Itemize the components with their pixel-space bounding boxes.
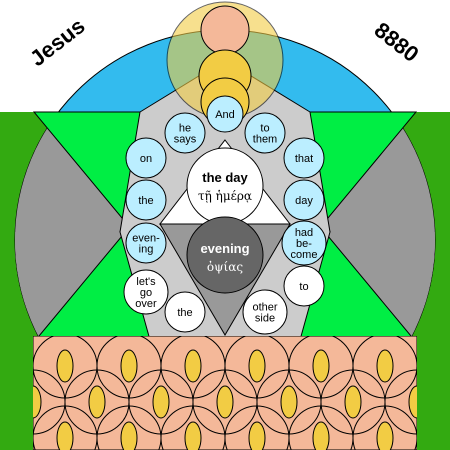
pattern-petal <box>184 349 202 383</box>
word-circle-shape <box>244 112 286 154</box>
word-label: the <box>138 195 153 207</box>
pattern-petal <box>280 385 298 419</box>
word-circle-shape <box>125 222 167 264</box>
word-circle-shape <box>242 289 288 335</box>
word-circle-shape <box>283 137 325 179</box>
top-figure <box>166 1 284 127</box>
pattern-petal <box>376 421 394 450</box>
word-label: other <box>252 302 277 314</box>
pattern-petal <box>248 349 266 383</box>
word-label: to <box>260 123 269 135</box>
word-circle-shape <box>283 265 325 307</box>
word-circle-shape <box>125 179 167 221</box>
word-label: go <box>140 287 152 299</box>
word-circle: even-ing <box>125 222 167 264</box>
word-label: And <box>215 109 235 121</box>
center-bottom-title: evening <box>200 241 249 256</box>
word-label: the <box>177 307 192 319</box>
word-label: be- <box>296 238 312 250</box>
word-label: he <box>179 123 191 135</box>
word-circle: that <box>283 137 325 179</box>
pattern-petal <box>312 421 330 450</box>
pattern-petal <box>120 349 138 383</box>
word-circle-shape <box>283 179 325 221</box>
pattern-petal <box>56 421 74 450</box>
pattern-petal <box>312 349 330 383</box>
word-circle: on <box>125 137 167 179</box>
pattern-petal <box>88 385 106 419</box>
word-circle: the <box>164 291 206 333</box>
word-circle: day <box>283 179 325 221</box>
pattern-petal <box>216 385 234 419</box>
word-circle-shape <box>123 269 169 315</box>
word-label: ing <box>139 244 154 256</box>
word-circle-shape <box>125 137 167 179</box>
pattern-petal <box>152 385 170 419</box>
center-top-disc: the day τῇ ἡμέρᾳ <box>186 147 264 225</box>
word-circle-shape <box>164 291 206 333</box>
word-label: let's <box>136 276 156 288</box>
word-label: day <box>295 195 313 207</box>
word-label: to <box>299 281 308 293</box>
pattern-petal <box>344 385 362 419</box>
word-label: them <box>253 134 277 146</box>
center-top-greek: τῇ ἡμέρᾳ <box>198 189 252 204</box>
word-label: that <box>295 153 313 165</box>
center-bottom-greek: ὀψίας <box>207 260 243 274</box>
word-label: come <box>291 249 318 261</box>
pattern-petal <box>376 349 394 383</box>
pattern-petal <box>184 421 202 450</box>
pattern-petal <box>33 385 42 419</box>
word-label: had <box>295 227 313 239</box>
word-circle-shape <box>206 95 244 133</box>
pattern-petal <box>248 421 266 450</box>
word-label: even- <box>132 233 160 245</box>
word-circle-shape <box>164 112 206 154</box>
pattern-petal <box>408 385 417 419</box>
pattern-petal <box>56 349 74 383</box>
word-label: side <box>255 313 275 325</box>
word-label: says <box>174 134 197 146</box>
pattern-petal <box>120 421 138 450</box>
center-bottom-disc: evening ὀψίας <box>186 216 264 294</box>
pattern-circle <box>352 405 417 450</box>
word-circle: And <box>206 95 244 133</box>
pattern-circle <box>384 369 417 435</box>
word-circle: to <box>283 265 325 307</box>
word-label: over <box>135 298 157 310</box>
word-circle-shape <box>281 220 327 266</box>
bottom-pattern <box>33 336 417 450</box>
center-top-title: the day <box>202 170 248 185</box>
word-circle: the <box>125 179 167 221</box>
word-label: on <box>140 153 152 165</box>
